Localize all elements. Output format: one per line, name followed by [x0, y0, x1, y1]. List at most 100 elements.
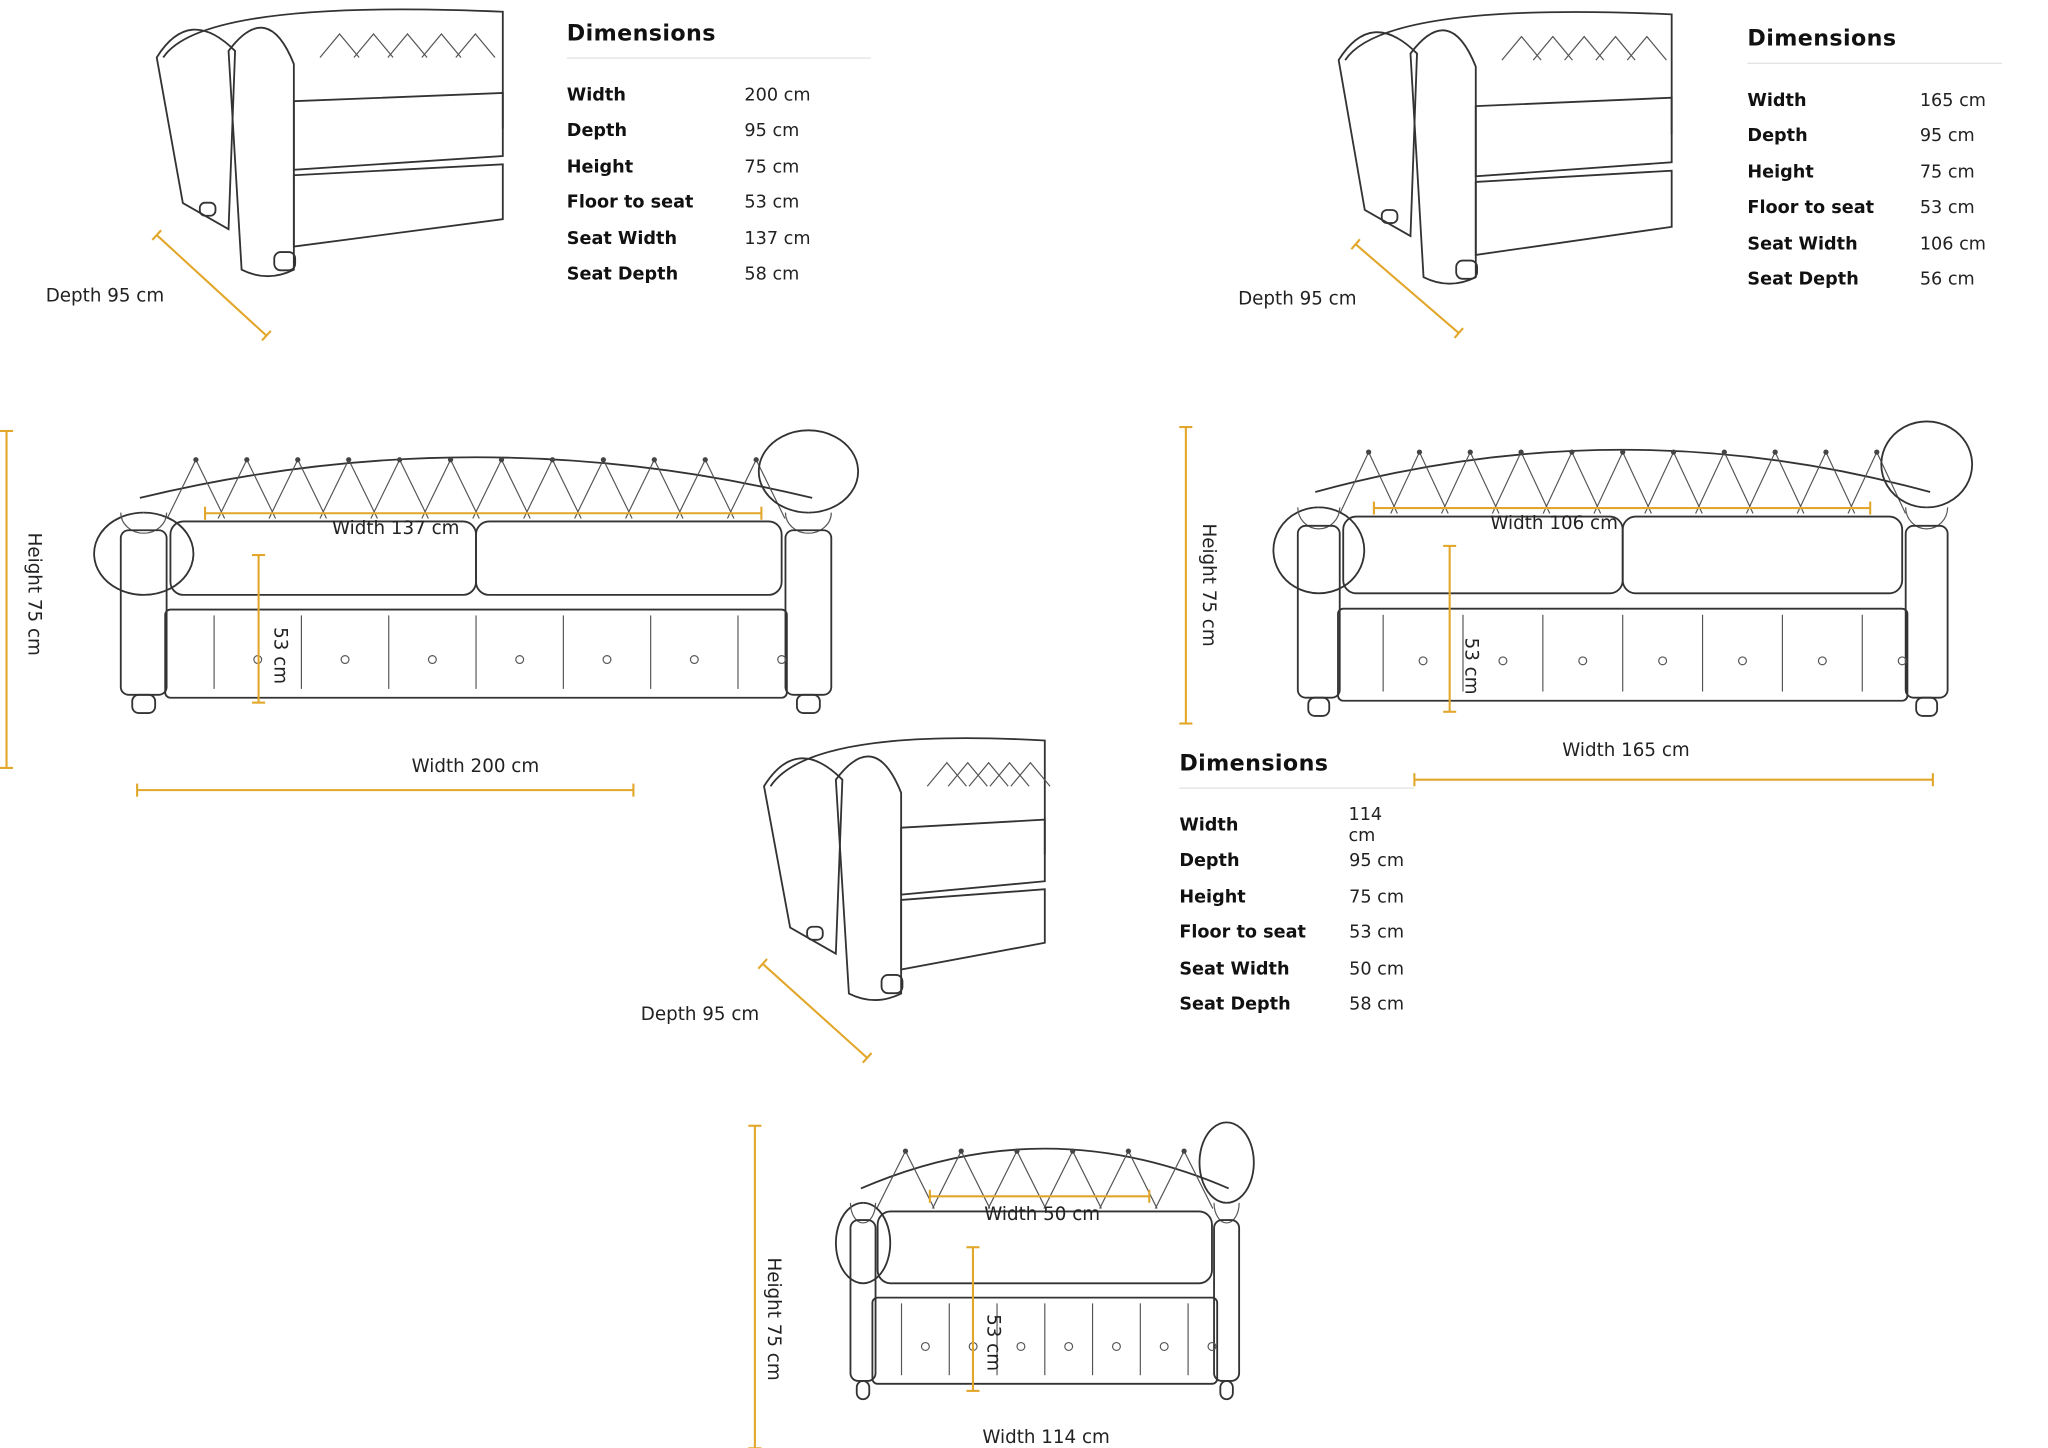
- dimension-value: 53 cm: [744, 192, 800, 214]
- chair-front-tuft: [1043, 1149, 1102, 1209]
- dimension-row: Seat Width 50 cm: [1179, 951, 1414, 987]
- sofa2-angled-arm: [1409, 29, 1477, 285]
- chair-angled-cushion: [900, 818, 1046, 896]
- chair-seat-width-label: Width 50 cm: [984, 1204, 1101, 1226]
- sofa2-front-tuft: [1644, 450, 1703, 514]
- dimension-value: 114 cm: [1348, 804, 1383, 846]
- sofa3-angled-leg: [198, 201, 217, 217]
- chair-depth-label: Depth 95 cm: [640, 1004, 760, 1026]
- sofa3-depth-line: [156, 234, 268, 337]
- dimensions-title: Dimensions: [1179, 750, 1329, 778]
- sofa3-front-tuft: [574, 458, 633, 519]
- sofa2-front-button: [1416, 449, 1423, 455]
- sofa3-angled-tuft: [455, 33, 496, 58]
- chair-height-label: Height 75 cm: [762, 1257, 784, 1381]
- chair-depth-line-cap: [862, 1052, 873, 1064]
- sofa2-depth-line-cap: [1350, 238, 1361, 250]
- sofa3-front-arm-scroll: [120, 512, 168, 534]
- chair-angled-tuft: [926, 761, 967, 787]
- sofa2-front-button: [1569, 449, 1575, 455]
- sofa3-front-base-button: [515, 655, 525, 665]
- sofa2-depth-line-cap: [1453, 327, 1464, 339]
- dimension-label: Seat Width: [1747, 233, 1858, 255]
- sofa2-front-button: [1823, 449, 1829, 455]
- divider: [1179, 787, 1415, 789]
- sofa2-front-tuft: [1491, 450, 1551, 514]
- sofa2-front-base-button: [1817, 656, 1827, 666]
- dimension-row: Seat Width 106 cm: [1747, 226, 2002, 262]
- chair-front-base-button: [1159, 1341, 1169, 1351]
- chair-angled-leg: [880, 974, 904, 995]
- dimension-value: 165 cm: [1919, 89, 1986, 111]
- sofa3-front-tuft: [217, 458, 277, 519]
- dimension-label: Seat Width: [1179, 958, 1290, 980]
- dimension-value: 75 cm: [1349, 886, 1405, 908]
- chair-front-base-button: [1111, 1341, 1121, 1351]
- sofa3-front-arm: [119, 529, 168, 696]
- sofa3-front-leg: [131, 693, 157, 714]
- sofa2-front-button: [1874, 449, 1880, 455]
- dimension-row: Seat Depth 58 cm: [1179, 987, 1414, 1023]
- sofa2-front-button: [1620, 449, 1626, 455]
- chair-angled-tuft: [947, 761, 988, 787]
- sofa2-width-label: Width 165 cm: [1562, 740, 1690, 762]
- sofa3-angled-cushion: [292, 92, 504, 171]
- sofa3-angled-arm: [227, 26, 295, 278]
- sofa2-front-arm-scroll: [1905, 507, 1949, 530]
- sofa2-front-tuft: [1440, 450, 1500, 514]
- chair-front-button: [1014, 1148, 1020, 1154]
- dimension-label: Floor to seat: [1747, 197, 1875, 219]
- dimension-label: Seat Depth: [1179, 994, 1291, 1016]
- chair-front-leg: [1219, 1380, 1234, 1401]
- dimension-value: 95 cm: [744, 120, 800, 142]
- sofa2-seat-width-label: Width 106 cm: [1490, 513, 1618, 535]
- sofa3-front-seat-cushion: [475, 520, 783, 596]
- chair-floor-to-seat-label: 53 cm: [982, 1314, 1004, 1372]
- dimension-value: 50 cm: [1349, 958, 1405, 980]
- sofa2-front-tuft: [1745, 450, 1805, 514]
- dimensions-title: Dimensions: [1747, 26, 1897, 53]
- sofa2-depth-label: Depth 95 cm: [1238, 288, 1357, 310]
- chair-front-leg: [855, 1380, 871, 1401]
- sofa3-angled-tuft: [353, 33, 394, 58]
- sofa2-front-base-button: [1578, 656, 1588, 666]
- chair-front-tuft: [987, 1149, 1047, 1209]
- sofa3-front-button: [651, 457, 657, 463]
- sofa2-angled-base: [1474, 169, 1673, 256]
- chair-front-seat-cushion: [876, 1210, 1213, 1285]
- dimension-value: 106 cm: [1919, 233, 1986, 255]
- sofa2-front-button: [1670, 449, 1677, 455]
- dimension-value: 95 cm: [1919, 125, 1975, 147]
- sofa3-front-leg: [796, 693, 821, 714]
- dimension-value: 58 cm: [1349, 994, 1405, 1016]
- chair-angled-side: [763, 757, 844, 956]
- chair-depth-line: [762, 963, 868, 1059]
- sofa3-angled-tuft: [319, 33, 360, 58]
- sofa2-front-base-button: [1658, 656, 1668, 666]
- sofa2-front-base-button: [1498, 656, 1508, 666]
- sofa3-depth-line-cap: [261, 330, 272, 342]
- chair-front-button: [1125, 1148, 1131, 1154]
- sofa3-front-button: [753, 457, 759, 463]
- sofa2-front-arm-scroll: [1297, 507, 1341, 530]
- chair-front-button: [902, 1148, 909, 1154]
- sofa2-angled-leg: [1455, 259, 1479, 280]
- sofa3-front-button: [498, 457, 505, 463]
- sofa2-front-base-button: [1418, 656, 1428, 666]
- chair-front-arm-roll: [1198, 1121, 1255, 1204]
- sofa3-front-arm-roll: [93, 511, 195, 596]
- sofa2-front-button: [1721, 449, 1727, 455]
- dimension-label: Floor to seat: [566, 192, 694, 214]
- chair-front-arm-scroll: [849, 1202, 877, 1224]
- chair-front-tuft: [876, 1149, 935, 1209]
- dimension-value: 75 cm: [744, 156, 800, 178]
- sofa2-front-base-button: [1897, 656, 1907, 666]
- sofa2-height-label: Height 75 cm: [1197, 523, 1219, 647]
- sofa2-angled-leg: [1380, 209, 1399, 224]
- chair-front-arm-roll: [834, 1201, 892, 1285]
